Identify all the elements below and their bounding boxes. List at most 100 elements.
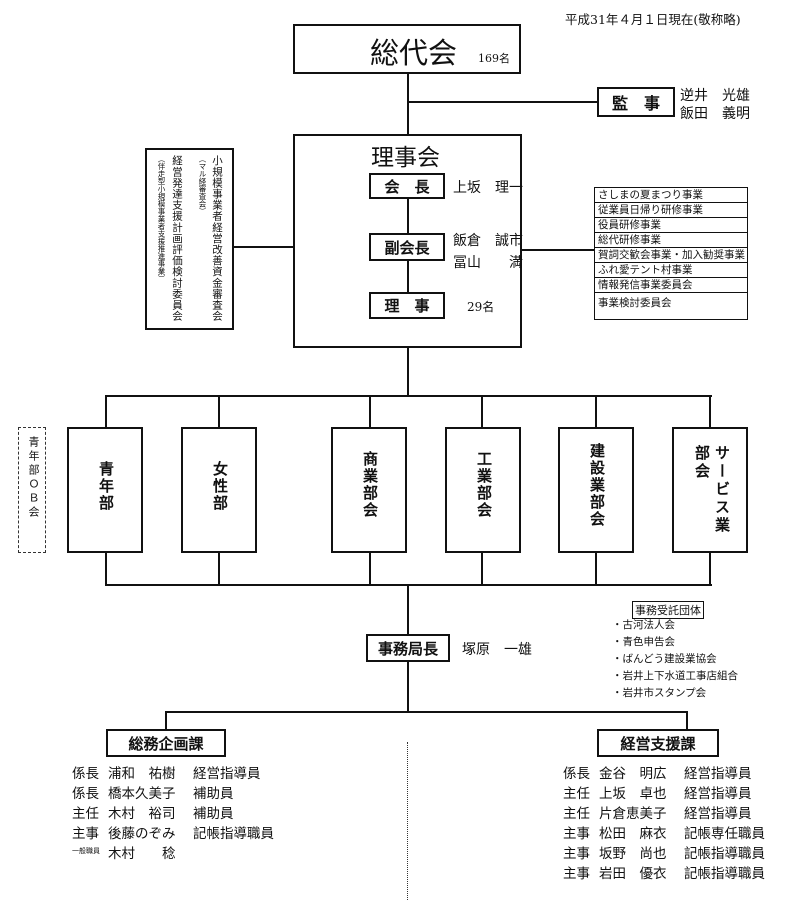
vice-president-box[interactable]: 副会長 <box>369 233 445 261</box>
staff-title: 主事 <box>563 826 590 842</box>
connector <box>709 553 711 585</box>
project-item[interactable]: さしまの夏まつり事業 <box>595 188 747 203</box>
general-affairs-box[interactable]: 総務企画課 <box>106 729 226 757</box>
president-name: 上坂 理一 <box>453 180 523 196</box>
connector <box>481 395 483 428</box>
committee-main: 小規模事業者経営改善資金審査会 <box>211 155 223 322</box>
division-label: 建設業部会 <box>588 443 606 528</box>
staff-role: 補助員 <box>193 786 234 802</box>
connector <box>407 585 409 635</box>
project-item[interactable]: 賀詞交歓会事業・加入勧奨事業 <box>595 248 747 263</box>
staff-name: 岩田 優衣 <box>599 866 667 882</box>
connector <box>407 74 409 134</box>
management-support-box[interactable]: 経営支援課 <box>597 729 719 757</box>
ob-group-box[interactable]: 青年部ＯＢ会 <box>18 427 46 553</box>
connector <box>595 395 597 428</box>
division-commerce[interactable]: 商業部会 <box>331 427 407 553</box>
staff-name: 木村 稔 <box>108 846 176 862</box>
project-item[interactable]: 役員研修事業 <box>595 218 747 233</box>
staff-role: 補助員 <box>193 806 234 822</box>
connector <box>105 395 107 428</box>
staff-title: 主事 <box>563 846 590 862</box>
connector <box>105 553 107 585</box>
staff-title: 係長 <box>563 766 590 782</box>
secretariat-box[interactable]: 事務局長 <box>366 634 450 662</box>
auditor-box[interactable]: 監 事 <box>597 87 675 117</box>
staff-title: 係長 <box>72 766 99 782</box>
committee-second: 経営発達支援計画評価検討委員会 <box>171 155 183 322</box>
committee-box[interactable]: 小規模事業者経営改善資金審査会 （マル経審査会） 経営発達支援計画評価検討委員会… <box>145 148 234 330</box>
division-youth[interactable]: 青年部 <box>67 427 143 553</box>
division-label: 女性部 <box>211 461 229 512</box>
consignment-item: ・古河法人会 <box>612 619 675 631</box>
project-item[interactable]: 情報発信事業委員会 <box>595 278 747 293</box>
division-women[interactable]: 女性部 <box>181 427 257 553</box>
consignment-item: ・岩井市スタンプ会 <box>612 687 707 699</box>
ob-group-label: 青年部ＯＢ会 <box>27 436 40 520</box>
connector <box>686 711 688 729</box>
staff-title: 主任 <box>563 806 590 822</box>
connector <box>165 711 167 729</box>
directors-count: 29名 <box>467 300 495 314</box>
project-item[interactable]: 総代研修事業 <box>595 233 747 248</box>
staff-name: 後藤のぞみ <box>108 826 176 842</box>
project-item[interactable]: 事業検討委員会 <box>598 297 672 309</box>
staff-name: 金谷 明広 <box>599 766 667 782</box>
auditor-name: 逆井 光雄 <box>680 88 750 104</box>
staff-name: 片倉恵美子 <box>599 806 667 822</box>
staff-role: 記帳指導職員 <box>684 866 765 882</box>
connector <box>709 395 711 428</box>
staff-name: 松田 麻衣 <box>599 826 667 842</box>
section-divider <box>407 742 408 900</box>
president-label: 会 長 <box>384 177 430 196</box>
division-industry[interactable]: 工業部会 <box>445 427 521 553</box>
auditor-label: 監 事 <box>611 94 660 113</box>
division-construction[interactable]: 建設業部会 <box>558 427 634 553</box>
staff-role: 記帳指導職員 <box>684 846 765 862</box>
secretariat-label: 事務局長 <box>377 639 438 658</box>
connector <box>408 101 598 103</box>
directors-label: 理 事 <box>384 297 430 315</box>
staff-name: 坂野 尚也 <box>599 846 667 862</box>
secretariat-name: 塚原 一雄 <box>462 642 532 658</box>
connector <box>407 348 409 396</box>
date-note: 平成31年４月１日現在(敬称略) <box>565 12 741 27</box>
connector <box>595 553 597 585</box>
vice-president-label: 副会長 <box>384 238 430 257</box>
project-list[interactable]: さしまの夏まつり事業 従業員日帰り研修事業 役員研修事業 総代研修事業 賀詞交歓… <box>594 187 748 320</box>
connector <box>165 711 687 713</box>
directors-box[interactable]: 理 事 <box>369 292 445 319</box>
project-item[interactable]: 従業員日帰り研修事業 <box>595 203 747 218</box>
committee-second-sub: （伴走型小規模事業者支援推進事業） <box>157 155 166 283</box>
board-label: 理事会 <box>371 145 440 171</box>
staff-role: 経営指導員 <box>684 806 752 822</box>
vice-president-name: 冨山 満 <box>453 255 523 271</box>
connector <box>369 395 371 428</box>
staff-title: 主任 <box>72 806 99 822</box>
management-support-label: 経営支援課 <box>620 734 696 753</box>
connector <box>105 395 712 397</box>
staff-name: 上坂 卓也 <box>599 786 667 802</box>
staff-title: 主任 <box>563 786 590 802</box>
staff-role: 記帳専任職員 <box>684 826 765 842</box>
division-service[interactable]: サービス業部会 <box>672 427 748 553</box>
connector <box>218 395 220 428</box>
staff-role: 記帳指導職員 <box>193 826 274 842</box>
division-label: 工業部会 <box>475 451 493 519</box>
staff-title: 係長 <box>72 786 99 802</box>
connector <box>522 249 594 251</box>
project-item[interactable]: ふれ愛テント村事業 <box>595 263 747 278</box>
auditor-name: 飯田 義明 <box>680 106 750 122</box>
vice-president-name: 飯倉 誠市 <box>453 233 523 249</box>
consignment-item: ・岩井上下水道工事店組合 <box>612 670 738 682</box>
consignment-title: 事務受託団体 <box>632 601 704 619</box>
staff-title: 一般職員 <box>72 847 100 855</box>
general-assembly-label: 総代会 <box>370 36 458 70</box>
staff-name: 橋本久美子 <box>108 786 176 802</box>
president-box[interactable]: 会 長 <box>369 173 445 199</box>
general-assembly-box[interactable]: 総代会 169名 <box>293 24 521 74</box>
connector <box>218 553 220 585</box>
division-label: 青年部 <box>97 461 115 512</box>
connector <box>481 553 483 585</box>
consignment-item: ・ばんどう建設業協会 <box>612 653 717 665</box>
